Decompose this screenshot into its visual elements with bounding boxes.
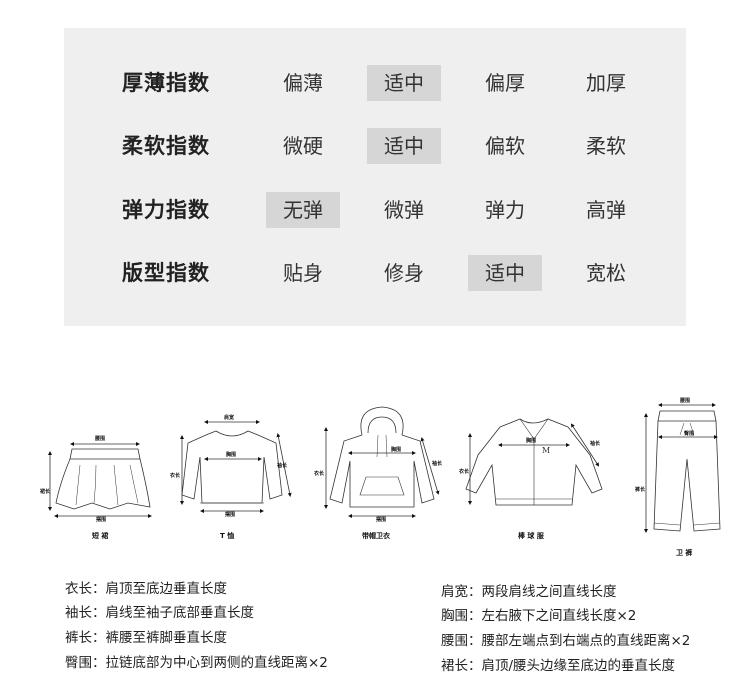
definition-hip: 臀围：拉链底部为中心到两侧的直线距离×2 <box>65 655 328 671</box>
index-option: 高弹 <box>586 198 626 222</box>
pants-waist-label: 腰围 <box>680 397 690 404</box>
tshirt-hem-label: 摆围 <box>225 511 235 518</box>
skirt-hem-label: 摆围 <box>96 516 106 523</box>
pants-hip-label: 臀围 <box>684 430 694 437</box>
index-option: 宽松 <box>586 261 626 285</box>
hoodie-sketch <box>324 406 440 518</box>
jacket-sleeve-label: 袖长 <box>590 440 601 447</box>
skirt-sketch <box>48 442 152 518</box>
hoodie-sleeve-label: 袖长 <box>432 460 443 467</box>
index-option-selected: 适中 <box>367 65 441 101</box>
index-option: 微弹 <box>384 198 424 222</box>
index-option-selected: 适中 <box>367 128 441 164</box>
index-label: 版型指数 <box>122 261 210 285</box>
definition-sleeve-length: 袖长：肩线至袖子底部垂直长度 <box>65 605 254 621</box>
index-row-fit: 版型指数 贴身 修身 适中 宽松 <box>64 255 686 291</box>
definition-pants-length: 裤长：裤腰至裤脚垂直长度 <box>65 630 227 646</box>
index-option: 柔软 <box>586 134 626 158</box>
skirt-waist-label: 腰围 <box>95 435 105 442</box>
index-option: 修身 <box>384 261 424 285</box>
index-label: 弹力指数 <box>122 198 210 222</box>
index-option-selected: 适中 <box>468 255 542 291</box>
definition-shoulder: 肩宽：两段肩线之间直线长度 <box>441 584 617 600</box>
fabric-index-panel: 厚薄指数 偏薄 适中 偏厚 加厚 柔软指数 微硬 适中 偏软 柔软 弹力指数 无… <box>64 28 686 326</box>
jacket-chest-label: 胸围 <box>526 437 536 444</box>
index-option: 加厚 <box>586 71 626 95</box>
garment-sketches: 腰围 裙长 摆围 短 裙 肩宽 胸围 衣长 袖长 摆围 T 恤 胸围 衣长 袖长… <box>39 397 721 557</box>
jacket-body-label: 衣长 <box>459 468 470 475</box>
pants-name: 卫 裤 <box>676 548 692 557</box>
svg-text:M: M <box>542 446 550 455</box>
tshirt-name: T 恤 <box>220 531 234 540</box>
definition-waist: 腰围：腰部左端点到右端点的直线距离×2 <box>441 633 691 649</box>
pants-length-label: 裤长 <box>634 486 646 493</box>
tshirt-sketch <box>180 420 292 513</box>
hoodie-body-label: 衣长 <box>314 470 325 477</box>
tshirt-chest-label: 胸围 <box>226 451 236 458</box>
index-option: 偏软 <box>485 134 525 158</box>
hoodie-name: 带帽卫衣 <box>362 531 391 540</box>
index-row-softness: 柔软指数 微硬 适中 偏软 柔软 <box>64 128 686 164</box>
tshirt-sleeve-label: 袖长 <box>277 462 288 469</box>
index-option-selected: 无弹 <box>266 192 340 228</box>
definition-body-length: 衣长：肩顶至底边垂直长度 <box>65 581 227 597</box>
index-option: 弹力 <box>485 198 525 222</box>
jacket-name: 棒 球 服 <box>518 531 545 540</box>
jacket-sketch: M <box>465 418 603 506</box>
tshirt-shoulder-label: 肩宽 <box>224 414 234 421</box>
skirt-length-label: 裙长 <box>39 488 51 495</box>
index-label: 柔软指数 <box>122 134 210 158</box>
index-row-elasticity: 弹力指数 无弹 微弹 弹力 高弹 <box>64 192 686 228</box>
index-option: 偏厚 <box>485 71 525 95</box>
tshirt-body-label: 衣长 <box>170 472 181 479</box>
skirt-name: 短 裙 <box>92 531 108 540</box>
hoodie-chest-label: 胸围 <box>391 446 401 453</box>
pants-sketch <box>644 403 721 533</box>
index-label: 厚薄指数 <box>122 71 210 95</box>
index-option: 微硬 <box>283 134 323 158</box>
index-option: 贴身 <box>283 261 323 285</box>
definition-chest: 胸围：左右腋下之间直线长度×2 <box>441 608 637 624</box>
hoodie-hem-label: 摆围 <box>376 516 386 523</box>
index-option: 偏薄 <box>283 71 323 95</box>
definition-skirt-length: 裙长：肩顶/腰头边缘至底边的垂直长度 <box>441 658 676 674</box>
index-row-thickness: 厚薄指数 偏薄 适中 偏厚 加厚 <box>64 65 686 101</box>
